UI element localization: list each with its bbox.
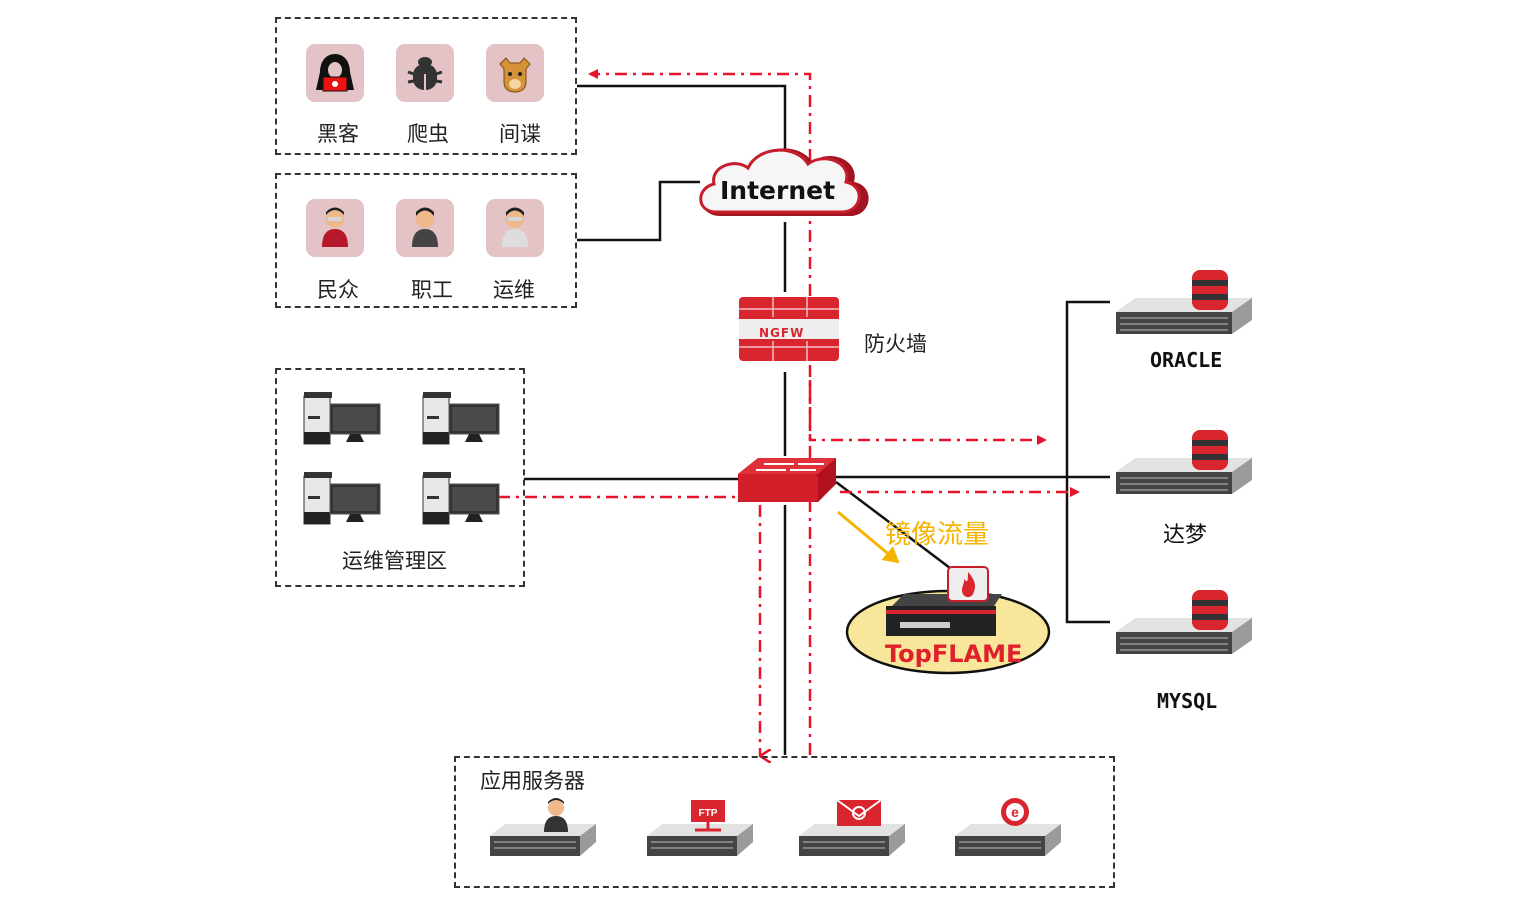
user-label-1: 职工 <box>411 278 453 302</box>
app-servers-label: 应用服务器 <box>480 769 585 793</box>
spy-icon <box>499 57 531 93</box>
ops-zone-group <box>275 368 525 587</box>
citizen-tile <box>306 199 364 257</box>
ops-icon <box>502 207 528 247</box>
db-label-2: MYSQL <box>1157 689 1218 713</box>
topflame-label: TopFLAME <box>885 640 1023 668</box>
employee-icon <box>412 207 438 247</box>
internet-label: Internet <box>720 176 836 205</box>
workstation-icon <box>422 392 500 445</box>
mirror-label: 镜像流量 <box>885 520 990 550</box>
employee-tile <box>396 199 454 257</box>
app-servers-group <box>454 756 1115 888</box>
db-server-icon <box>1116 590 1252 654</box>
link-users-internet <box>577 180 700 242</box>
hacker-tile <box>306 44 364 102</box>
firewall-label: 防火墙 <box>864 332 927 356</box>
web-server-icon: e <box>955 798 1061 856</box>
traffic-to-threats <box>588 69 812 755</box>
workstation-icon <box>303 472 381 525</box>
spy-tile <box>486 44 544 102</box>
user-server-icon <box>490 798 596 856</box>
traffic-to-dbs-upper <box>808 380 1047 445</box>
topflame-device-icon <box>886 594 1002 636</box>
internet-cloud-icon <box>699 148 869 216</box>
mail-server-icon <box>799 799 905 856</box>
workstation-icon <box>303 392 381 445</box>
switch-icon <box>738 458 836 502</box>
flame-badge-icon <box>947 566 989 602</box>
threat-label-2: 间谍 <box>499 122 541 146</box>
db-server-icon <box>1116 430 1252 494</box>
mirror-arrow <box>837 510 900 564</box>
user-label-2: 运维 <box>493 278 535 302</box>
firewall-badge: NGFW <box>759 326 805 340</box>
user-label-0: 民众 <box>317 278 359 302</box>
db-label-1: 达梦 <box>1163 523 1208 548</box>
bug-icon <box>407 57 443 90</box>
ops-tile <box>486 199 544 257</box>
db-bus <box>1065 300 1110 624</box>
svg-text:FTP: FTP <box>699 808 718 819</box>
ftp-server-icon: FTP <box>647 800 753 856</box>
workstation-icon <box>422 472 500 525</box>
db-server-icon <box>1116 270 1252 334</box>
threat-group <box>275 17 577 155</box>
citizen-icon <box>322 207 348 247</box>
link-switch-topflame <box>835 481 951 569</box>
link-threats-internet <box>577 84 787 160</box>
firewall-icon <box>739 297 839 361</box>
svg-text:e: e <box>1011 804 1019 820</box>
ops-zone-label: 运维管理区 <box>342 549 447 573</box>
user-group <box>275 173 577 308</box>
threat-label-1: 爬虫 <box>407 122 449 146</box>
db-label-0: ORACLE <box>1150 348 1223 372</box>
hacker-icon <box>316 54 354 92</box>
threat-label-0: 黑客 <box>317 122 359 146</box>
bug-tile <box>396 44 454 102</box>
